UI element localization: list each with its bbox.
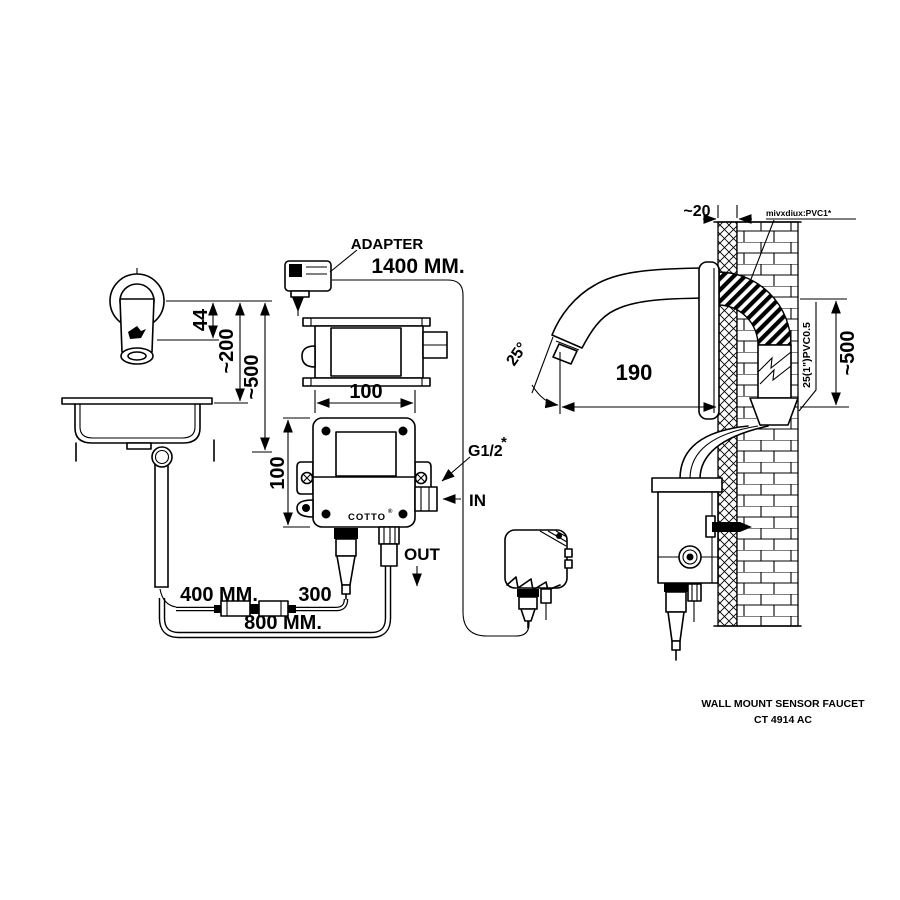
brand-registered-mark: ®	[388, 508, 393, 515]
power-adapter: ADAPTER 1400 MM.	[284, 236, 530, 637]
controller-top-view	[301, 317, 448, 387]
inlet-label: IN	[469, 491, 486, 510]
dim-extension-cable: 300	[298, 584, 331, 606]
dim-adapter-cable: 1400 MM.	[371, 255, 464, 278]
outlet-hose: 800 MM.	[158, 566, 392, 639]
product-name: WALL MOUNT SENSOR FAUCET	[701, 698, 865, 710]
controller-front-view: COTTO ® 100 G1/2 * IN	[267, 417, 507, 600]
wall-controller-side-view	[651, 477, 752, 661]
model-code: CT 4914 AC	[754, 714, 812, 726]
dim-spout-to-counter: ~200	[216, 328, 238, 373]
dim-wall-finish: ~20	[683, 203, 710, 220]
dim-sensor-cable: 400 MM.	[180, 584, 258, 606]
tab-screw-left	[300, 471, 314, 485]
sink-front-view	[61, 397, 215, 468]
outlet-label: OUT	[404, 545, 441, 564]
dim-box-width: 100	[314, 381, 416, 413]
faucet-front-dimensions: 44 ~200 ~500	[157, 300, 272, 453]
inlet-thread-label: G1/2	[468, 443, 503, 460]
in-wall-supply-elbow	[717, 271, 799, 426]
wall-controller-plugs	[664, 583, 702, 661]
faucet-front-view	[109, 268, 165, 365]
anchor-screw	[712, 522, 752, 532]
dim-spout-angle: 25°	[503, 340, 531, 370]
dim-mount-height-front: ~500	[241, 354, 263, 399]
outlet-connector	[378, 526, 400, 567]
faucet-side-view: 25° 190 25(1")PVC0.5 ~500	[503, 261, 859, 420]
adjust-knob	[678, 545, 702, 569]
title-block: WALL MOUNT SENSOR FAUCET CT 4914 AC	[701, 698, 865, 726]
dim-hose-length: 800 MM.	[244, 612, 322, 634]
dim-spout-reach: 190	[616, 360, 653, 385]
dim-mount-height-side: ~500	[837, 330, 859, 375]
dim-spout-drop: 44	[190, 308, 212, 331]
dim-box-width-label: 100	[349, 381, 382, 403]
sensor-cable: 400 MM. 300	[159, 584, 349, 617]
supply-pipe-note: 25(1")PVC0.5	[801, 322, 813, 388]
sensor-window	[128, 326, 146, 339]
tab-screw-right	[414, 471, 428, 485]
supply-pipe	[679, 425, 769, 480]
sensor-plug	[334, 528, 358, 600]
brand-label: COTTO	[348, 512, 386, 523]
drain-pipe	[154, 463, 169, 588]
inlet-thread-footnote: *	[501, 434, 507, 451]
adapter-label: ADAPTER	[351, 236, 424, 253]
dim-box-height-label: 100	[267, 456, 289, 489]
conduit-note: mivxdiux:PVC1*	[766, 208, 832, 218]
controller-side-detail	[504, 529, 573, 629]
